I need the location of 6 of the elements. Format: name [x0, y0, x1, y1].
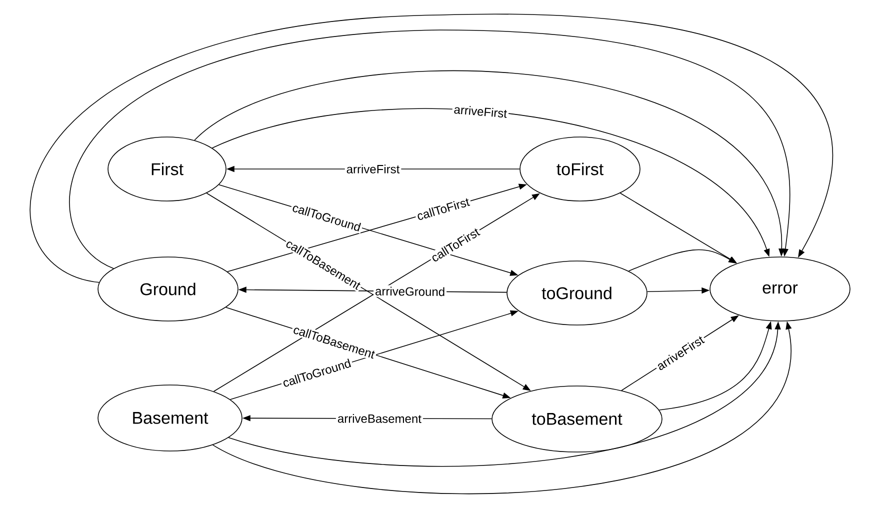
- arrow: [30, 14, 832, 283]
- edge-label: arriveFirst: [452, 103, 510, 120]
- edge-label: arriveGround: [374, 285, 447, 298]
- edge-label: arriveBasement: [336, 412, 423, 425]
- edge-label: arriveFirst: [344, 163, 402, 175]
- arrow: [70, 30, 790, 269]
